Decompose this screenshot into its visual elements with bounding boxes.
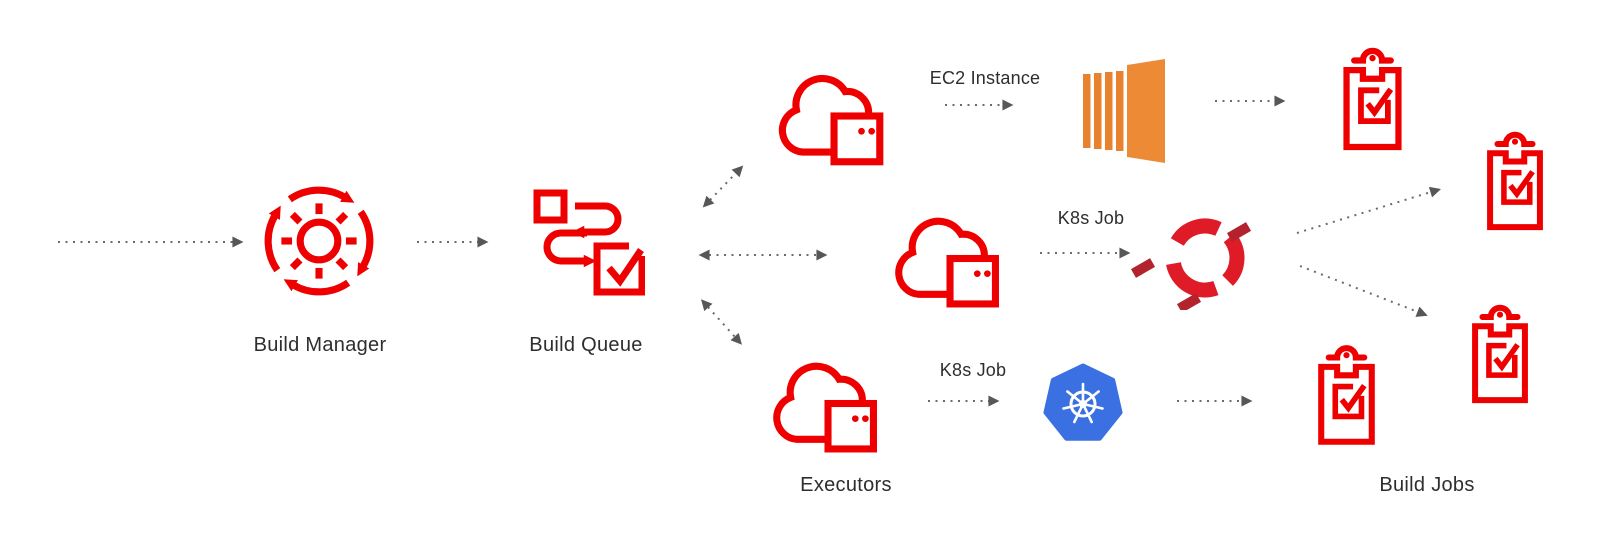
gear-icon xyxy=(296,218,342,264)
aws-ec2-node xyxy=(1080,58,1168,164)
build-queue-node xyxy=(525,184,645,298)
ec2-instance-edge-label: EC2 Instance xyxy=(929,68,1041,88)
clipboard-check-icon xyxy=(1472,304,1528,404)
build-job-bottom-node xyxy=(1310,341,1383,447)
openshift-node xyxy=(1130,206,1256,310)
clipboard-check-icon xyxy=(1318,345,1375,445)
build-manager-node xyxy=(258,180,380,302)
arrow-openshift-to-build-job-upper xyxy=(1296,186,1441,234)
build-jobs-group-label: Build Jobs xyxy=(1379,474,1475,496)
clipboard-check-icon xyxy=(1487,131,1543,231)
cloud-instance-icon xyxy=(778,74,884,166)
build-queue-label: Build Queue xyxy=(529,334,643,356)
executor-top-node xyxy=(771,62,893,169)
task-queue-icon xyxy=(533,189,645,296)
aws-ec2-icon xyxy=(1083,59,1165,163)
helm-wheel-icon xyxy=(1062,382,1104,424)
kubernetes-logo-icon xyxy=(1043,363,1123,441)
k8s-job-middle-edge-label: K8s Job xyxy=(1057,208,1125,228)
checkmark-icon xyxy=(1508,170,1535,199)
openshift-logo-icon xyxy=(1130,218,1252,310)
executor-bottom-node xyxy=(764,350,888,456)
checkmark-icon xyxy=(606,248,644,287)
kubernetes-node xyxy=(1042,360,1124,448)
checkmark-icon xyxy=(1493,343,1520,372)
build-job-right-upper-node xyxy=(1479,128,1551,232)
build-job-right-lower-node xyxy=(1464,301,1536,405)
checkmark-icon xyxy=(1339,383,1367,413)
arrow-build-queue-to-executor-bottom xyxy=(701,299,742,345)
clipboard-check-icon xyxy=(1343,47,1402,151)
arrow-build-queue-to-executor-top xyxy=(702,165,744,208)
cloud-instance-icon xyxy=(773,362,877,453)
arrow-openshift-to-build-job-lower xyxy=(1299,265,1428,317)
cloud-instance-icon xyxy=(895,217,999,308)
build-job-top-node xyxy=(1335,44,1410,152)
automation-cycle-gear-icon xyxy=(264,186,374,296)
checkmark-icon xyxy=(1365,87,1394,118)
executors-group-label: Executors xyxy=(800,474,892,496)
k8s-job-bottom-edge-label: K8s Job xyxy=(939,360,1007,380)
executor-middle-node xyxy=(886,205,1010,311)
build-manager-label: Build Manager xyxy=(253,334,387,356)
